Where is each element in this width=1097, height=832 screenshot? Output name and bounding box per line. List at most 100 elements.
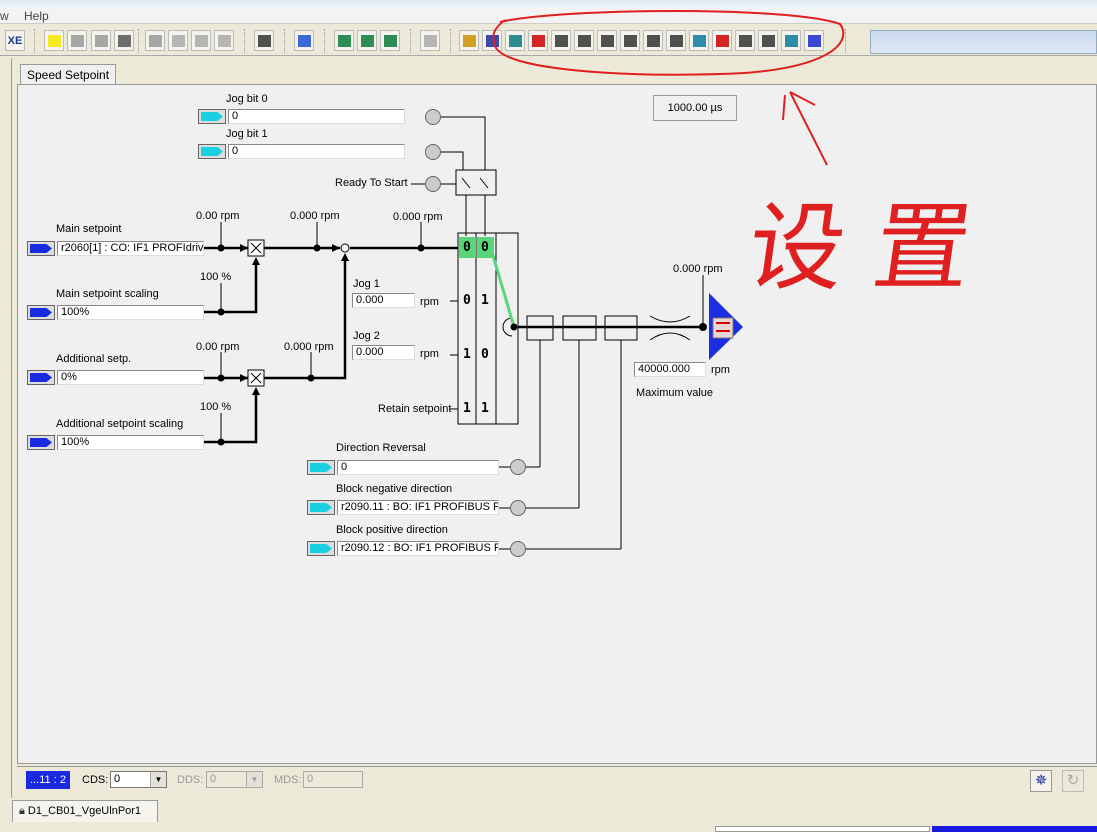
- jog-bit-0-input[interactable]: 0: [228, 109, 405, 124]
- main-setpoint-input[interactable]: r2060[1] : CO: IF1 PROFIdrive: [57, 241, 204, 256]
- max-value-unit: rpm: [711, 364, 730, 376]
- speed-button[interactable]: [574, 30, 594, 51]
- additional-scaling-reading: 100 %: [200, 401, 232, 413]
- toolbar-spacer: [870, 30, 1097, 54]
- connector-additional-scaling[interactable]: [27, 435, 55, 450]
- setpoint-button[interactable]: [505, 30, 525, 51]
- network-offline-icon: [117, 34, 131, 47]
- current-icon: [738, 34, 752, 47]
- nctrl2-button[interactable]: [620, 30, 640, 51]
- connector-block-positive[interactable]: [307, 541, 335, 556]
- document-tab[interactable]: 🔒︎ D1_CB01_VgeUlnPor1: [12, 800, 158, 822]
- expert-list-icon: [423, 34, 437, 47]
- block-negative-input[interactable]: r2090.11 : BO: IF1 PROFIBUS PZ: [337, 500, 499, 515]
- drive-object-button[interactable]: ...11 : 2: [26, 771, 70, 789]
- menu-view[interactable]: w: [0, 9, 9, 23]
- unload-button[interactable]: [191, 30, 211, 51]
- download-button[interactable]: [67, 30, 87, 51]
- cds-label: CDS:: [82, 774, 109, 786]
- disk-button[interactable]: [214, 30, 234, 51]
- ready-to-start-label: Ready To Start: [335, 177, 408, 189]
- current2-icon: [761, 34, 775, 47]
- info-button[interactable]: [254, 30, 274, 51]
- gear-button[interactable]: [482, 30, 502, 51]
- project-navigator-edge[interactable]: [0, 58, 12, 798]
- connect-button[interactable]: [294, 30, 314, 51]
- toolbar-separator: [138, 29, 141, 53]
- limit-icon: [715, 34, 729, 47]
- network-offline-button[interactable]: [114, 30, 134, 51]
- trace2-button[interactable]: [357, 30, 377, 51]
- xe-button[interactable]: XE: [5, 30, 25, 51]
- nctrl3-button[interactable]: [643, 30, 663, 51]
- red-annotation: [492, 10, 845, 166]
- connector-jog-bit-0[interactable]: [198, 109, 226, 124]
- filter-button[interactable]: [689, 30, 709, 51]
- main-scaling-input[interactable]: 100%: [57, 305, 204, 320]
- ramp-button[interactable]: [528, 30, 548, 51]
- additional-scaling-input[interactable]: 100%: [57, 435, 204, 450]
- trace-button[interactable]: [334, 30, 354, 51]
- network-yellow-button[interactable]: [44, 30, 64, 51]
- menu-help[interactable]: Help: [24, 9, 49, 23]
- motor-button[interactable]: [781, 30, 801, 51]
- tab-speed-setpoint[interactable]: Speed Setpoint: [20, 64, 117, 85]
- limit-button[interactable]: [712, 30, 732, 51]
- trace3-button[interactable]: [380, 30, 400, 51]
- nctrl-icon: [600, 34, 614, 47]
- jog1-input[interactable]: 0.000: [352, 293, 415, 308]
- current-button[interactable]: [735, 30, 755, 51]
- main-setpoint-reading: 0.00 rpm: [196, 210, 240, 222]
- connector-main-scaling[interactable]: [27, 305, 55, 320]
- chevron-down-icon[interactable]: ▼: [246, 772, 262, 787]
- block-negative-label: Block negative direction: [336, 483, 453, 495]
- main-setpoint-label: Main setpoint: [56, 223, 122, 235]
- unload-icon: [194, 34, 208, 47]
- connector-jog-bit-1[interactable]: [198, 144, 226, 159]
- dds-select[interactable]: 0▼: [206, 771, 263, 788]
- list-button[interactable]: [459, 30, 479, 51]
- selector-bit: 0: [463, 240, 471, 255]
- info-icon: [257, 34, 271, 47]
- connector-additional-setp[interactable]: [27, 370, 55, 385]
- main-scaling-reading: 100 %: [200, 271, 232, 283]
- current2-button[interactable]: [758, 30, 778, 51]
- gear-icon[interactable]: ✵: [1030, 770, 1052, 792]
- filter-icon: [692, 34, 706, 47]
- chevron-down-icon[interactable]: ▼: [150, 772, 166, 787]
- max-value-input[interactable]: 40000.000: [634, 362, 706, 377]
- jog-bit-1-input[interactable]: 0: [228, 144, 405, 159]
- additional-setp-input[interactable]: 0%: [57, 370, 204, 385]
- direction-reversal-input[interactable]: 0: [337, 460, 499, 475]
- nctrl-button[interactable]: [597, 30, 617, 51]
- disk-icon: [217, 34, 231, 47]
- document-tab-label: D1_CB01_VgeUlnPor1: [27, 805, 142, 817]
- nctrl2-icon: [623, 34, 637, 47]
- ramp-icon: [531, 34, 545, 47]
- torque-button[interactable]: [666, 30, 686, 51]
- toolbar-separator: [450, 29, 453, 53]
- ramp2-button[interactable]: [551, 30, 571, 51]
- retain-setpoint-label: Retain setpoint: [378, 403, 452, 415]
- connector-block-negative[interactable]: [307, 500, 335, 515]
- additional-setp-reading: 0.00 rpm: [196, 341, 240, 353]
- connector-direction-reversal[interactable]: [307, 460, 335, 475]
- cds-value: 0: [114, 773, 121, 785]
- jog2-input[interactable]: 0.000: [352, 345, 415, 360]
- additional-scaling-label: Additional setpoint scaling: [56, 418, 184, 430]
- lock-icon: 🔒︎: [19, 805, 25, 817]
- motor-m-button[interactable]: [804, 30, 824, 51]
- load-button[interactable]: [168, 30, 188, 51]
- gear-icon: [485, 34, 499, 47]
- handwritten-annotation: 设置: [740, 192, 1009, 304]
- connector-main-setpoint[interactable]: [27, 241, 55, 256]
- dds-value: 0: [210, 773, 217, 785]
- block-positive-input[interactable]: r2090.12 : BO: IF1 PROFIBUS PZ: [337, 541, 499, 556]
- split-button[interactable]: [145, 30, 165, 51]
- split-icon: [148, 34, 162, 47]
- upload-button[interactable]: [91, 30, 111, 51]
- cds-select[interactable]: 0▼: [110, 771, 167, 788]
- refresh-icon[interactable]: ↻: [1062, 770, 1084, 792]
- expert-list-button[interactable]: [420, 30, 440, 51]
